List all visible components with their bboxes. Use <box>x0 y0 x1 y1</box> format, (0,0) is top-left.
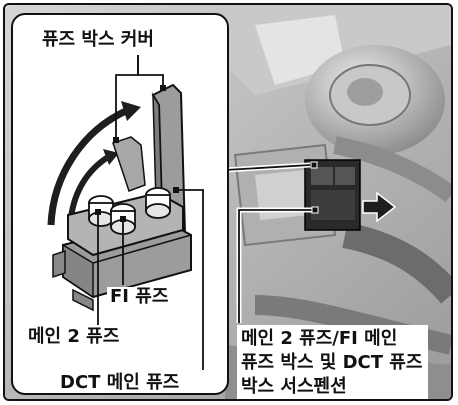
fuse-box-illustration <box>47 55 204 370</box>
fuse-box-cover-label: 퓨즈 박스 커버 <box>39 30 157 50</box>
diagram-frame: 퓨즈 박스 커버 FI 퓨즈 메인 2 퓨즈 DCT 메인 퓨즈 메인 2 퓨즈… <box>3 3 453 401</box>
main2-fuse-label: 메인 2 퓨즈 <box>25 327 123 347</box>
fuse-box-location-label: 메인 2 퓨즈/FI 메인 퓨즈 박스 및 DCT 퓨즈 박스 서스펜션 <box>237 325 429 399</box>
location-label-line3: 박스 서스펜션 <box>241 376 347 397</box>
fi-fuse-label: FI 퓨즈 <box>107 287 172 307</box>
location-label-line1: 메인 2 퓨즈/FI 메인 <box>241 328 398 349</box>
arrow-right-icon <box>362 191 397 223</box>
curved-arrow-icon <box>68 154 110 218</box>
location-label-line2: 퓨즈 박스 및 DCT 퓨즈 <box>241 352 423 373</box>
curved-arrow-icon <box>47 106 130 226</box>
dct-main-fuse-label: DCT 메인 퓨즈 <box>57 373 183 393</box>
